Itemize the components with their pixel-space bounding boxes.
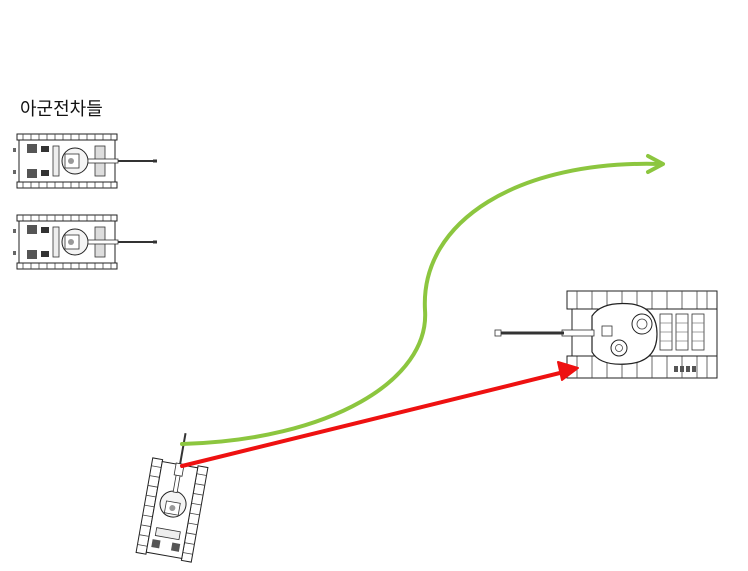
red-attack-line <box>180 368 574 468</box>
red-arrowhead <box>557 361 579 381</box>
enemy-tank-icon <box>494 290 718 379</box>
friendly-tank-icon <box>12 133 158 189</box>
player-tank-icon <box>135 433 209 563</box>
green-arrowhead <box>646 154 665 174</box>
friendly-tank-icon <box>12 214 158 270</box>
friendly-tanks-label: 아군전차들 <box>20 99 103 120</box>
green-flank-path <box>180 161 662 446</box>
